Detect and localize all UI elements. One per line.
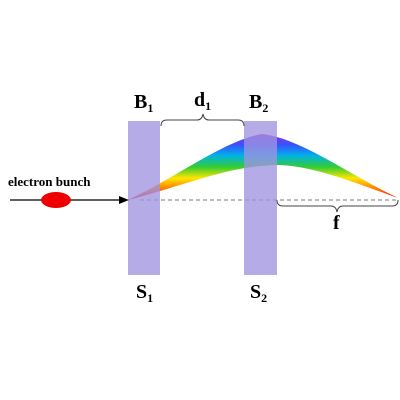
label-s2: S2 [250, 281, 267, 305]
electron-bunch-ellipse [41, 192, 71, 208]
brace-d1 [160, 113, 245, 127]
label-d1: d1 [194, 89, 211, 113]
label-s1: S1 [136, 281, 153, 305]
incoming-arrowhead [119, 196, 129, 204]
label-b1: B1 [134, 91, 153, 115]
plate-s2 [244, 121, 277, 275]
label-f: f [333, 212, 340, 234]
brace-f [276, 199, 399, 213]
label-b2: B2 [249, 91, 268, 115]
electron-bunch-label: electron bunch [8, 174, 91, 189]
plate-s1 [128, 121, 160, 275]
